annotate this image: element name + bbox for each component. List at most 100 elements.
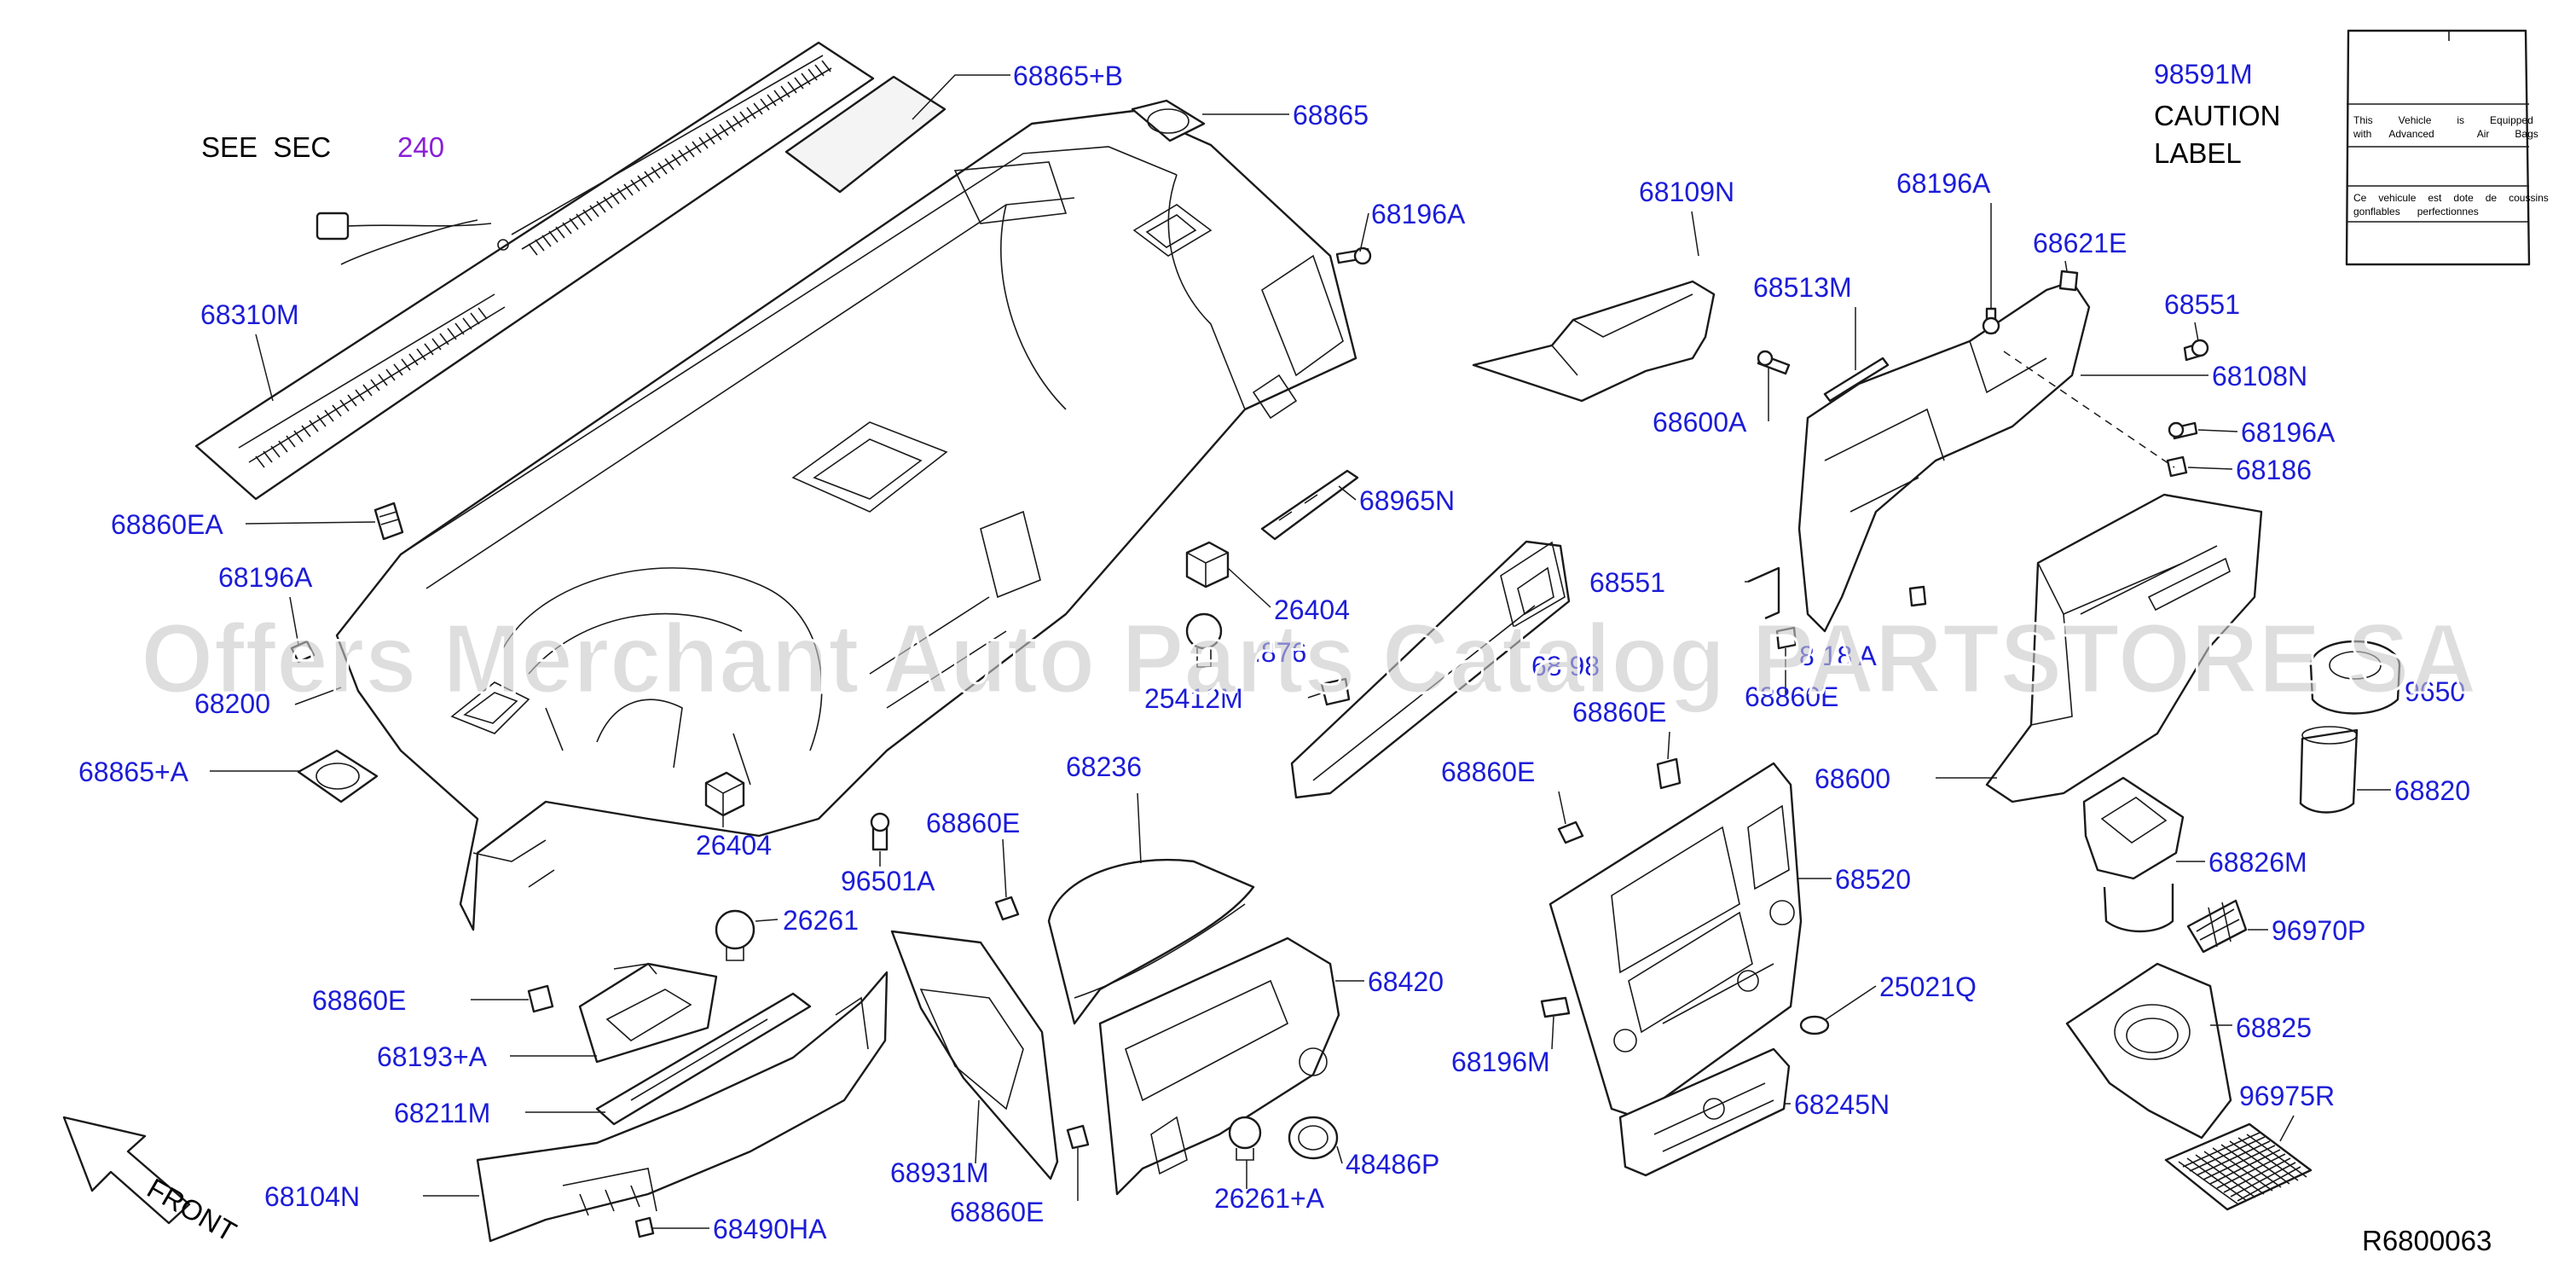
vent-slat	[316, 415, 327, 427]
clip-68196m	[1540, 996, 1571, 1018]
vent-slat	[385, 368, 396, 381]
callout-68196m[interactable]: 68196M	[1451, 1047, 1550, 1077]
callout-68109n[interactable]: 68109N	[1639, 177, 1734, 207]
callout-48486p[interactable]: 48486P	[1346, 1149, 1439, 1180]
leader-68931m	[975, 1099, 980, 1164]
vent-slat	[569, 217, 579, 230]
callout-68420[interactable]: 68420	[1368, 966, 1444, 997]
speaker-grille-68865	[1131, 99, 1206, 142]
vent-slat	[408, 353, 419, 366]
callout-98591m[interactable]: 98591M	[2154, 59, 2253, 90]
callout-68820[interactable]: 68820	[2394, 775, 2470, 806]
callout-68826m[interactable]: 68826M	[2208, 847, 2307, 878]
vent-slat	[470, 312, 480, 325]
callout-68196a[interactable]: 68196A	[1371, 199, 1466, 229]
vent-slat	[739, 111, 750, 124]
vent-slat	[416, 348, 426, 361]
vent-slat	[801, 72, 811, 85]
callout-68860e[interactable]: 68860E	[1572, 697, 1666, 728]
callout-68513m[interactable]: 68513M	[1753, 272, 1852, 303]
callout-25021q[interactable]: 25021Q	[1879, 971, 1977, 1002]
callout-68236[interactable]: 68236	[1066, 751, 1142, 782]
callout-68196a[interactable]: 68196A	[218, 562, 313, 593]
switch-panel-68193-a	[578, 962, 718, 1064]
vent-slat	[431, 338, 442, 351]
vent-slat	[664, 158, 674, 171]
callout-68860ea[interactable]: 68860EA	[111, 509, 223, 540]
section-number-link[interactable]: 240	[397, 131, 444, 163]
vent-slat	[401, 358, 411, 371]
callout-68198[interactable]: 68 98	[1531, 651, 1600, 681]
callout-68865-b[interactable]: 68865+B	[1013, 61, 1123, 91]
callout-68860e[interactable]: 68860E	[926, 808, 1020, 838]
mat-line	[2216, 1153, 2286, 1189]
callout-68193-a[interactable]: 68193+A	[377, 1041, 488, 1072]
callout-68520[interactable]: 68520	[1835, 864, 1911, 895]
callout-68965n[interactable]: 68965N	[1359, 485, 1455, 516]
clip-68490ha	[634, 1216, 655, 1238]
callout-96501[interactable]: 9650	[2405, 676, 2465, 707]
leader-68860e	[1558, 791, 1566, 825]
callout-68211m[interactable]: 68211M	[394, 1098, 490, 1128]
callout-68865-a[interactable]: 68865+A	[78, 757, 189, 787]
mat-line	[2196, 1140, 2271, 1176]
leader-96975r	[2279, 1115, 2295, 1142]
callout-96975r[interactable]: 96975R	[2239, 1081, 2335, 1111]
reference-code: R6800063	[2362, 1225, 2492, 1256]
callout-68490ha[interactable]: 68490HA	[713, 1214, 827, 1244]
vent-slat	[671, 154, 681, 166]
clip-68621e	[2058, 270, 2079, 292]
callout-68276[interactable]: .876	[1253, 637, 1306, 668]
callout-25412m[interactable]: 25412M	[1144, 683, 1243, 714]
vent-slat	[617, 188, 627, 200]
callout-68196a[interactable]: 68196A	[1896, 168, 1991, 199]
vent-slat	[657, 162, 668, 175]
callout-96970p[interactable]: 96970P	[2272, 915, 2365, 946]
mat-line	[2209, 1149, 2281, 1185]
callout-68860e[interactable]: 68860E	[312, 985, 406, 1016]
callout-26404[interactable]: 26404	[696, 830, 772, 861]
callout-68865[interactable]: 68865	[1293, 100, 1369, 130]
callout-68104n[interactable]: 68104N	[264, 1181, 360, 1212]
leader-68196a	[2197, 429, 2238, 432]
callout-68196a[interactable]: 68196A	[2241, 417, 2336, 448]
callout-68825[interactable]: 68825	[2236, 1012, 2312, 1043]
callout-96501a[interactable]: 96501A	[841, 866, 935, 896]
vent-slat	[555, 226, 565, 239]
cluster-finisher-68420	[1098, 937, 1340, 1196]
vent-slat	[644, 171, 654, 183]
callout-68931m[interactable]: 68931M	[890, 1157, 989, 1188]
callout-68200[interactable]: 68200	[194, 688, 270, 719]
leader-68860e	[1002, 838, 1007, 898]
vent-slat	[462, 317, 472, 330]
vent-slat	[528, 243, 538, 256]
vent-slat	[651, 166, 661, 179]
leader-68865-b	[912, 74, 1010, 120]
vent-slat	[535, 239, 545, 252]
pad-68865-b	[784, 75, 946, 194]
vent-slat	[548, 230, 559, 243]
callout-68600a[interactable]: 68600A	[1653, 407, 1747, 438]
mat-line	[2230, 1162, 2296, 1198]
leader-68621e	[2064, 260, 2068, 272]
callout-68108n[interactable]: 68108N	[2212, 361, 2307, 391]
callout-68310m[interactable]: 68310M	[200, 299, 299, 330]
callout-68245n[interactable]: 68245N	[1794, 1089, 1890, 1120]
callout-68621e[interactable]: 68621E	[2033, 228, 2127, 258]
vent-slat	[603, 196, 613, 209]
callout-68551[interactable]: 68551	[1589, 567, 1665, 598]
callout-26261-a[interactable]: 26261+A	[1214, 1183, 1325, 1214]
callout-68180a[interactable]: 8 18 A	[1799, 641, 1877, 671]
vent-slat	[278, 440, 288, 453]
callout-68600[interactable]: 68600	[1815, 763, 1890, 794]
callout-68860e[interactable]: 68860E	[1745, 681, 1838, 712]
callout-68860e[interactable]: 68860E	[1441, 757, 1535, 787]
callout-26261[interactable]: 26261	[783, 905, 859, 936]
clip-68860e-a	[994, 896, 1020, 921]
switch-panel-68245n	[1618, 1047, 1791, 1177]
callout-68860e[interactable]: 68860E	[950, 1197, 1044, 1227]
mat-line	[2246, 1134, 2307, 1178]
callout-68551[interactable]: 68551	[2164, 289, 2240, 320]
callout-68186[interactable]: 68186	[2236, 455, 2312, 485]
callout-26404[interactable]: 26404	[1274, 594, 1350, 625]
